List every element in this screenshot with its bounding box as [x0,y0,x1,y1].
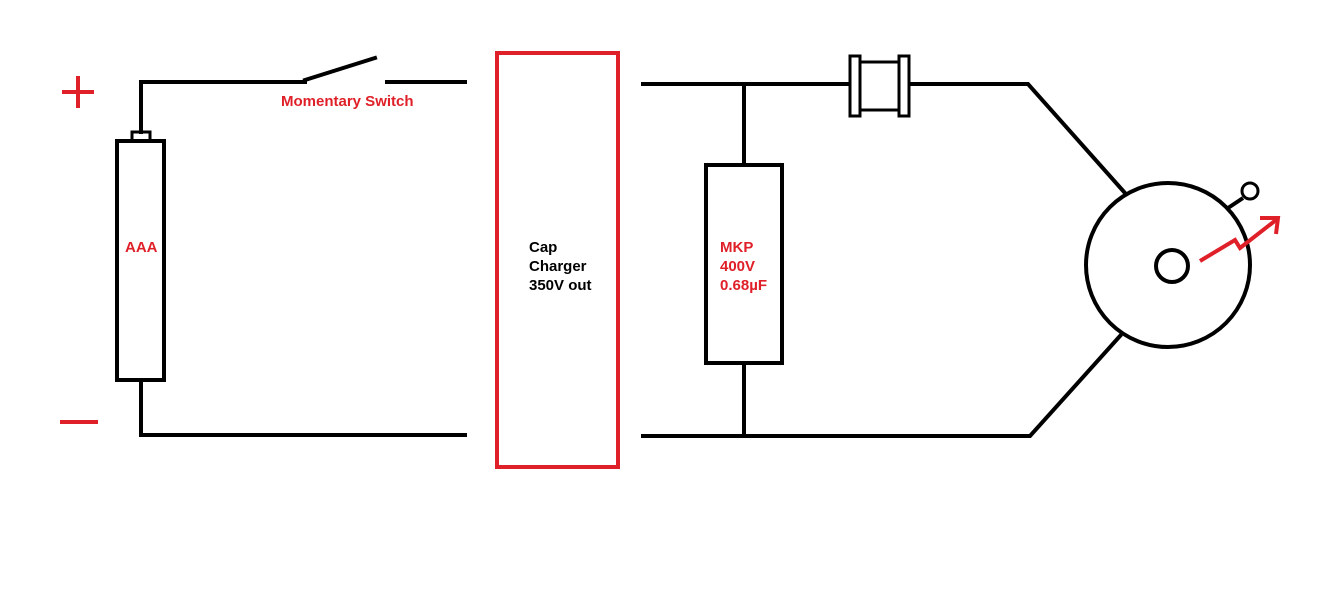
cap-charger-box [495,51,620,469]
capacitor-label-line3: 0.68µF [720,277,767,294]
capacitor-label: MKP 400V 0.68µF [720,239,767,294]
wire-bottom-left [139,378,467,437]
battery-label: AAA [125,239,158,256]
charger-label-line2: Charger [529,258,587,275]
spark-arrow-icon [1198,216,1281,263]
switch-label: Momentary Switch [281,93,414,110]
spark-gap [848,54,911,118]
wire-bottom-right [641,333,1123,438]
wire-top-left [139,80,307,134]
capacitor-mkp [704,163,784,365]
charger-label: Cap Charger 350V out [529,239,592,294]
battery-aaa [115,130,166,382]
wire-top-right-b [909,82,1128,196]
capacitor-label-line1: MKP [720,239,753,256]
momentary-switch [302,55,378,83]
charger-label-line1: Cap [529,239,557,256]
capacitor-label-line2: 400V [720,258,755,275]
charger-label-line3: 350V out [529,277,592,294]
discharge-target [1084,181,1260,349]
plus-sign [62,76,94,108]
